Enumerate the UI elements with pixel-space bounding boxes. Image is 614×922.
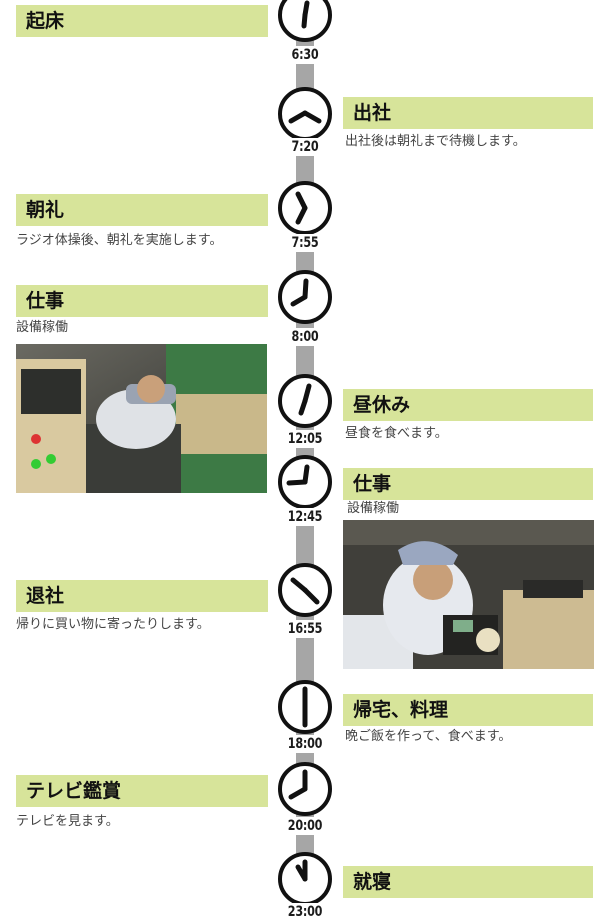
- clock-icon: [278, 455, 332, 509]
- time-label: 20:00: [281, 817, 329, 835]
- event-label-home-cooking: 帰宅、料理: [343, 694, 593, 726]
- clock-icon: [278, 87, 332, 141]
- time-label: 7:20: [281, 138, 329, 156]
- work-photo: [16, 344, 267, 493]
- event-label-work: 仕事: [16, 285, 268, 317]
- clock-icon: [278, 680, 332, 734]
- clock-icon: [278, 852, 332, 906]
- clock-icon: [278, 181, 332, 235]
- event-desc: 晩ご飯を作って、食べます。: [345, 729, 512, 744]
- event-desc: テレビを見ます。: [16, 814, 119, 829]
- event-desc: 設備稼働: [16, 320, 69, 335]
- time-label: 18:00: [281, 735, 329, 753]
- event-desc: 設備稼働: [347, 501, 400, 516]
- time-label: 12:45: [281, 508, 329, 526]
- time-label: 23:00: [281, 903, 329, 921]
- clock-icon: [278, 762, 332, 816]
- event-label-watching-tv: テレビ鑑賞: [16, 775, 268, 807]
- event-label-arrive-work: 出社: [343, 97, 593, 129]
- event-label-work: 仕事: [343, 468, 593, 500]
- time-label: 7:55: [281, 234, 329, 252]
- event-desc: 帰りに買い物に寄ったりします。: [16, 617, 210, 632]
- time-label: 16:55: [281, 620, 329, 638]
- time-label: 12:05: [281, 430, 329, 448]
- clock-icon: [278, 374, 332, 428]
- time-label: 6:30: [281, 46, 329, 64]
- event-desc: ラジオ体操後、朝礼を実施します。: [16, 233, 223, 248]
- clock-icon: [278, 563, 332, 617]
- event-label-leave-work: 退社: [16, 580, 268, 612]
- event-desc: 出社後は朝礼まで待機します。: [345, 134, 526, 149]
- time-label: 8:00: [281, 328, 329, 346]
- event-label-morning-meeting: 朝礼: [16, 194, 268, 226]
- event-label-lunch-break: 昼休み: [343, 389, 593, 421]
- clock-icon: [278, 270, 332, 324]
- event-label-wake-up: 起床: [16, 5, 268, 37]
- event-label-bedtime: 就寝: [343, 866, 593, 898]
- clock-icon: [278, 0, 332, 42]
- event-desc: 昼食を食べます。: [345, 426, 448, 441]
- work-photo: [343, 520, 594, 669]
